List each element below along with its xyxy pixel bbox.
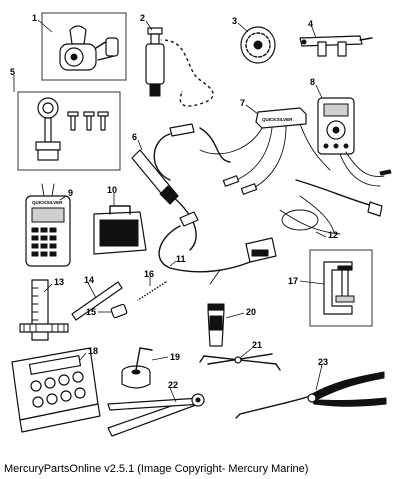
item-11-cable (158, 211, 277, 285)
callout-22: 22 (168, 380, 178, 390)
item-5-lifting-eye-kit (17, 91, 121, 171)
callout-11: 11 (176, 254, 186, 264)
item-6-probe (131, 123, 231, 251)
item-15-bushing (110, 303, 128, 319)
callout-12: 12 (328, 230, 338, 240)
item-12-wiring-harness (279, 179, 383, 235)
callout-13: 13 (54, 277, 64, 287)
item-21-spreader-bar (199, 353, 281, 371)
callout-8: 8 (310, 77, 315, 87)
item-23-pliers (235, 371, 387, 419)
item-20-tube (207, 303, 225, 347)
callout-17: 17 (288, 276, 298, 286)
item-22-spanner-wrench (107, 393, 205, 437)
callout-7: 7 (240, 98, 245, 108)
callout-9: 9 (68, 188, 73, 198)
callout-16: 16 (144, 269, 154, 279)
callout-1: 1 (32, 13, 37, 23)
item-2-pump-hose (145, 27, 216, 109)
analyzer-box-label: QUICKSILVER (262, 117, 293, 122)
item-17-frame (309, 249, 373, 327)
callout-4: 4 (308, 19, 313, 29)
item-8-multimeter (317, 97, 392, 187)
item-16-threaded-rod (137, 281, 167, 301)
item-4-rail-bar (299, 35, 373, 57)
copyright-caption: MercuryPartsOnline v2.5.1 (Image Copyrig… (4, 463, 309, 475)
callout-5: 5 (10, 67, 15, 77)
callout-18: 18 (88, 346, 98, 356)
callout-10: 10 (107, 185, 117, 195)
callout-20: 20 (246, 307, 256, 317)
callout-19: 19 (170, 352, 180, 362)
item-17-c-clamp (309, 249, 373, 327)
callout-3: 3 (232, 16, 237, 26)
handheld-label: QUICKSILVER (32, 200, 63, 205)
item-18-socket-kit (11, 347, 101, 433)
item-13-slide-scale (19, 279, 69, 341)
item-5-frame (17, 91, 121, 171)
item-1-frame (41, 12, 127, 81)
callout-23: 23 (318, 357, 328, 367)
item-3-toothed-wheel (240, 26, 276, 64)
callout-15: 15 (86, 307, 96, 317)
item-7-analyzer-box: QUICKSILVER (199, 107, 331, 195)
callout-numbers: 1 2 3 4 5 6 7 8 9 10 11 12 13 14 15 16 1… (10, 13, 338, 390)
item-9-handheld-tester: QUICKSILVER (25, 183, 71, 267)
callout-2: 2 (140, 13, 145, 23)
tools-diagram: QUICKSILVER QUICKSILVER (10, 12, 392, 437)
item-14-pin (71, 281, 123, 321)
item-1-puller-tool (41, 12, 127, 81)
callout-14: 14 (84, 275, 94, 285)
item-19-dial-gauge (121, 347, 153, 389)
leader-lines (13, 19, 327, 403)
callout-21: 21 (252, 340, 262, 350)
item-10-display-unit (93, 205, 147, 255)
callout-6: 6 (132, 132, 137, 142)
